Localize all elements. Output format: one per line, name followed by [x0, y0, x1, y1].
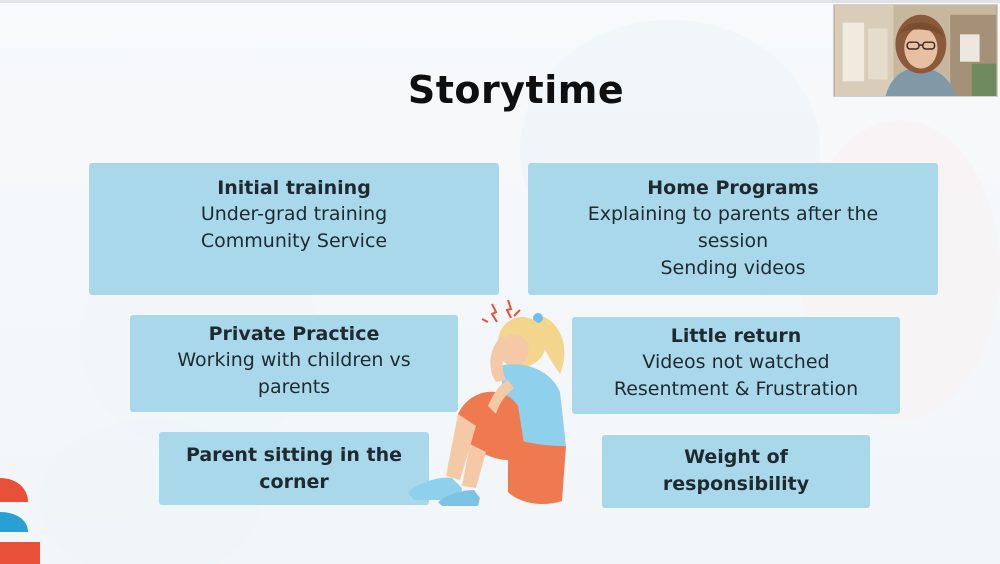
- card-home-programs: Home Programs Explaining to parents afte…: [528, 163, 938, 295]
- card-heading: corner: [259, 471, 329, 493]
- card-line: Under-grad training: [200, 203, 388, 225]
- card-private-practice: Private Practice Working with children v…: [130, 315, 458, 412]
- card-weight-of-responsibility: Weight of responsibility: [602, 435, 870, 508]
- card-line: parents: [257, 376, 331, 398]
- card-line: session: [697, 230, 769, 252]
- card-initial-training: Initial training Under-grad training Com…: [89, 163, 499, 295]
- card-line: Videos not watched: [642, 351, 830, 373]
- card-line: Explaining to parents after the: [587, 203, 879, 225]
- card-heading: responsibility: [662, 473, 810, 495]
- card-line: Working with children vs: [177, 349, 411, 371]
- card-heading: Home Programs: [647, 177, 819, 199]
- brand-logo-icon: [0, 478, 40, 564]
- card-line: Resentment & Frustration: [613, 378, 859, 400]
- card-parent-sitting: Parent sitting in the corner: [159, 432, 429, 505]
- slide-title: Storytime: [407, 68, 625, 112]
- card-line: Community Service: [200, 230, 388, 252]
- top-border: [0, 0, 1000, 3]
- card-heading: Initial training: [217, 177, 371, 199]
- card-heading: Private Practice: [208, 323, 380, 345]
- stressed-person-illustration-icon: [408, 299, 566, 506]
- card-heading: Weight of: [684, 446, 788, 468]
- webcam-presenter-video: [833, 4, 998, 97]
- card-little-return: Little return Videos not watched Resentm…: [572, 317, 900, 414]
- card-heading: Parent sitting in the: [185, 444, 403, 466]
- card-heading: Little return: [670, 325, 802, 347]
- card-line: Sending videos: [660, 257, 806, 279]
